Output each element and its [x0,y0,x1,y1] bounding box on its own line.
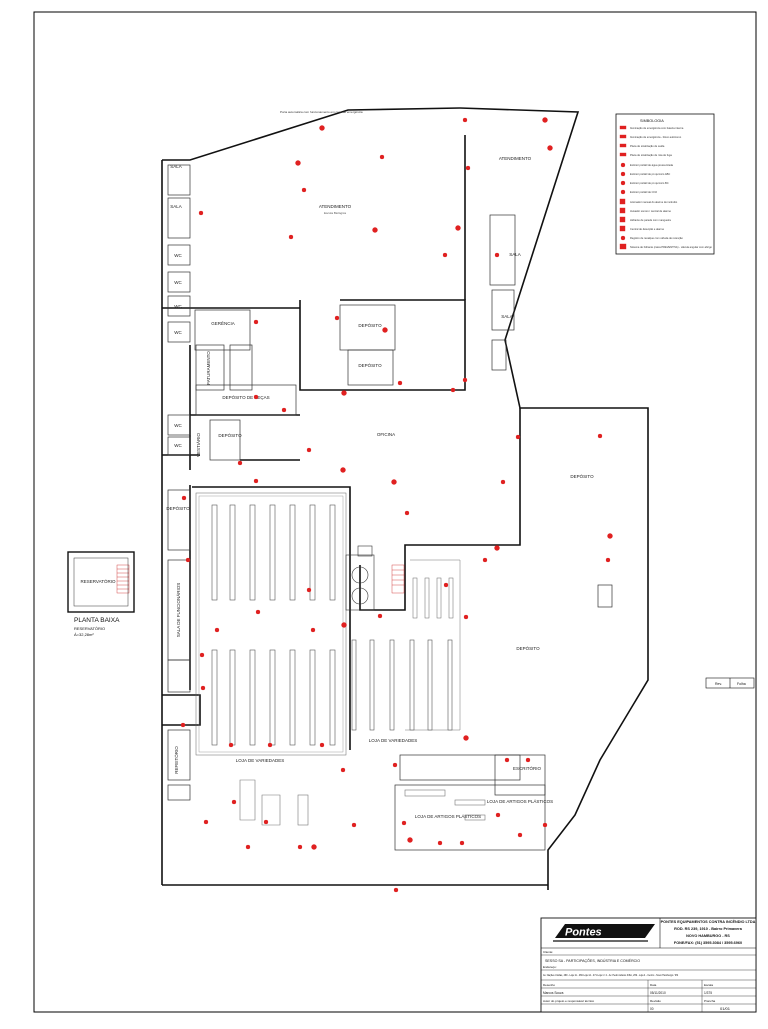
legend-item: Placa de sinalização de rota de fuga [630,153,672,157]
scale-value: 1/375 [704,991,712,995]
room-vestiario: VESTIÁRIO [195,433,201,458]
legend-box: SIMBOLOGIA Iluminação de emergência com … [615,113,715,255]
client-label: Cliente: [543,950,553,954]
sheet-number-value: 01/01 [720,1006,731,1011]
room-deposito-1: DEPÓSITO [358,322,382,328]
legend-item: Placa de sinalização de saída [630,144,665,148]
room-loja-variedades-1: LOJA DE VARIEDADES [236,758,284,763]
company-line3: NOVO HAMBURGO - RS [686,934,730,938]
legend-item: Sistema de hidrante (caixa PREVENTIVA) -… [630,245,712,249]
room-wc-1: WC [174,253,182,258]
company-line4: FONE/FAX: (51) 3595.3084 / 3595.6960 [674,941,742,945]
room-deposito-right: DEPÓSITO [570,473,594,479]
room-wc-5: WC [174,423,182,428]
legend-title: SIMBOLOGIA [640,119,664,123]
room-wc-3: WC [174,304,182,309]
legend-item: Extintor portátil de pó químico ABC [630,172,670,176]
shelving-lower [211,639,453,746]
room-sala-4: SALA [501,314,513,319]
room-sala-funcionarios: SALA DE FUNCIONÁRIOS [175,583,181,638]
room-deposito-3: DEPÓSITO [218,432,242,438]
room-loja-variedades-2: LOJA DE VARIEDADES [369,738,417,743]
room-deposito-left: DEPÓSITO [166,505,190,511]
legend-item: Iluminação de emergência - bloco autônom… [630,135,682,139]
company-line1: PONTES EQUIPAMENTOS CONTRA INCÊNDIO LTDA [661,919,756,924]
sheet-border [33,11,757,1013]
revision-label: Revisão [650,999,661,1003]
room-sala-2: SALA [170,204,182,209]
room-deposito-center: DEPÓSITO [516,645,540,651]
room-deposito-2: DEPÓSITO [358,362,382,368]
drawn-label: Desenho [543,983,555,987]
scale-label: Escala [704,983,713,987]
revision-box: Rev. Folha [705,677,755,689]
room-faturamento: FATURAMENTO [206,351,211,385]
reservoir-title: PLANTA BAIXA [74,617,120,624]
company-logo-text: Pontes [565,927,602,939]
room-atendimento-sub: Escola Biológica [324,211,346,215]
revision-value: 00 [650,1007,654,1011]
client-value: SESSO SA - PARTICIPAÇÕES, INDÚSTRIA E CO… [545,958,640,963]
company-logo: Pontes [553,924,655,942]
drawn-value: Marcos Souza [543,991,564,995]
reservoir-plan [67,551,135,613]
shelving-upper [211,504,336,601]
sheet-number-label: Prancha [704,999,716,1003]
fire-safety-symbols [180,117,613,893]
legend-item: Extintor portátil de água pressurizada [630,163,674,167]
room-atendimento-main: ATENDIMENTO [319,204,352,209]
address-label: Endereço: [543,965,557,969]
room-escritorio: ESCRITÓRIO [513,765,542,771]
room-refeitorio: REFEITÓRIO [173,746,179,774]
legend-item: Registro de recalque com válvula de rete… [630,236,683,240]
author-label: Autor do projeto e responsável técnico [543,999,595,1003]
room-oficina: OFICINA [377,432,395,437]
room-wc-2: WC [174,280,182,285]
legend-item: Central de detecção e alarme [630,227,665,231]
room-labels: ATENDIMENTO ATENDIMENTO SALA SALA SALA S… [80,156,594,819]
room-wc-6: WC [174,443,182,448]
shelving-center [412,577,454,619]
legend-item: Iluminação de emergência com bateria int… [630,126,684,130]
thin-walls [167,164,613,851]
legend-item: Extintor portátil de pó químico BC [630,181,669,185]
room-loja-artigos-2: LOJA DE ARTIGOS PLÁSTICOS [487,798,553,804]
room-sala-1: SALA [170,164,182,169]
room-gerencia: GERÊNCIA [211,319,235,326]
room-reservatorio: RESERVATÓRIO [80,578,116,584]
sheet-label: Folha [737,682,746,686]
room-sala-3: SALA [509,252,521,257]
address-value: Av. Nações Unidas, 469 - Loja 11 - 469 L… [543,974,679,977]
date-value: 05/11/2010 [650,991,666,995]
top-note: Porta automática com funcionamento em ca… [280,110,363,114]
building-walls [161,107,649,890]
company-line2: ROD. RS 239, 1910 - Bairro Primavera [674,927,743,931]
legend-item: Acionador manual do alarme de incêndio [630,200,678,204]
legend-item: Avisador sonoro / central de alarme [630,209,671,213]
room-deposito-pecas: DEPÓSITO DE PEÇAS [222,394,269,400]
room-loja-artigos-1: LOJA DE ARTIGOS PLÁSTICOS [415,813,481,819]
reservoir-subtitle: RESERVATÓRIO [74,626,105,631]
rev-label: Rev. [715,682,722,686]
reservoir-area: Á=32,28m² [74,632,94,637]
title-block: Pontes PONTES EQUIPAMENTOS CONTRA INCÊND… [540,917,757,1013]
legend-item: Hidrante de parede com mangueira [630,218,671,222]
room-wc-4: WC [174,330,182,335]
room-atendimento-right: ATENDIMENTO [499,156,532,161]
date-label: Data [650,983,657,987]
legend-item: Extintor portátil de CO2 [630,190,658,194]
